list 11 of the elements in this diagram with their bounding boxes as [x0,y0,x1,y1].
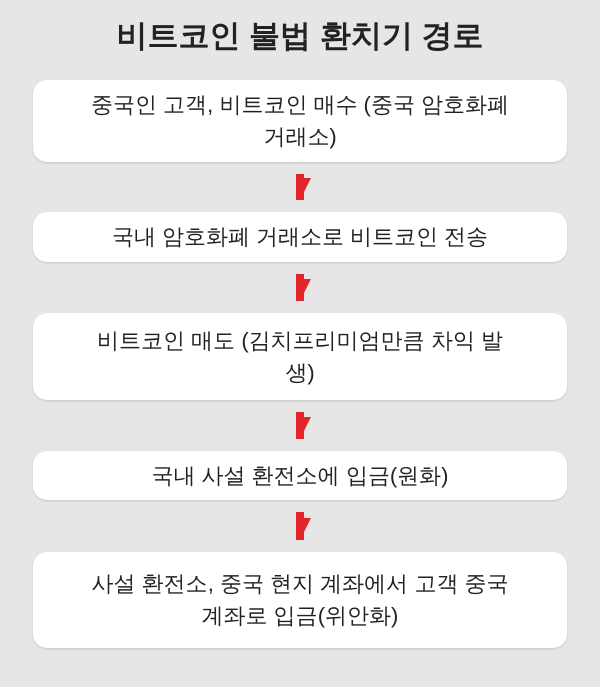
step-box [33,313,567,400]
step-text: 비트코인 매도 (김치프리미엄만큼 차익 발생) [96,326,504,386]
step-box [33,212,567,262]
step-text: 중국인 고객, 비트코인 매수 (중국 암호화폐 거래소) [90,91,510,151]
step-text: 국내 암호화폐 거래소로 비트코인 전송 [112,223,488,251]
title: 비트코인 불법 환치기 경로 [116,17,484,55]
step-text: 사설 환전소, 중국 현지 계좌에서 고객 중국 계좌로 입금(위안화) [90,570,510,630]
step-box [33,451,567,500]
step-box [33,552,567,648]
step-text: 국내 사설 환전소에 입금(원화) [152,462,448,490]
step-box [33,80,567,162]
